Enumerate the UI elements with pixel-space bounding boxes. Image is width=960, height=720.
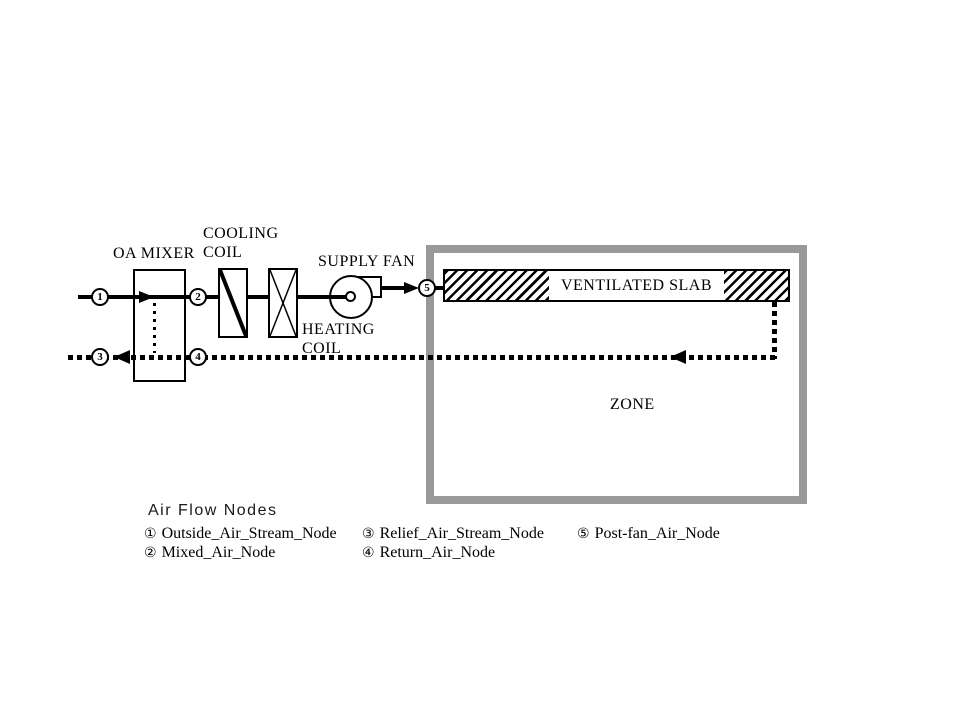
- node-4-marker: 4: [189, 348, 207, 366]
- slab-hatch-left-icon: [445, 271, 549, 300]
- node-3-number: 3: [97, 350, 103, 363]
- node-1-marker: 1: [91, 288, 109, 306]
- circled-4-icon: ④: [362, 545, 375, 561]
- supply-arrow-icon-node5: [404, 282, 419, 294]
- zone-boundary: [426, 245, 807, 504]
- circled-3-icon: ③: [362, 526, 375, 542]
- supply-air-line-fan-outlet: [382, 286, 406, 290]
- legend-label-post-fan-air: Post-fan_Air_Node: [594, 525, 720, 542]
- supply-air-line-to-slab: [435, 286, 444, 290]
- supply-air-line-to-fan: [298, 295, 348, 299]
- legend-label-mixed-air: Mixed_Air_Node: [161, 544, 276, 561]
- legend-label-return-air: Return_Air_Node: [379, 544, 496, 561]
- circled-5-icon: ⑤: [577, 526, 590, 542]
- legend-label-outside-air: Outside_Air_Stream_Node: [161, 525, 337, 542]
- ventilated-slab-label: VENTILATED SLAB: [560, 276, 713, 294]
- heating-coil-label: HEATING COIL: [302, 321, 375, 357]
- slab-hatch-right-icon: [724, 271, 788, 300]
- node-5-number: 5: [424, 281, 430, 294]
- node-1-number: 1: [97, 290, 103, 303]
- node-3-marker: 3: [91, 348, 109, 366]
- mixer-recirculation-line: [153, 303, 156, 353]
- return-arrow-icon-zone: [670, 350, 686, 364]
- cooling-coil-label: COOLING COIL: [203, 225, 279, 261]
- cooling-coil-symbol: [218, 268, 248, 338]
- supply-fan-label: SUPPLY FAN: [318, 253, 416, 270]
- node-4-number: 4: [195, 350, 201, 363]
- supply-arrow-icon-mixer: [139, 291, 154, 303]
- slab-return-drop-line: [772, 302, 777, 359]
- zone-label: ZONE: [610, 396, 655, 413]
- oa-mixer-box: [133, 269, 186, 382]
- oa-mixer-label: OA MIXER: [113, 245, 195, 262]
- supply-air-line-between-coils: [248, 295, 268, 299]
- return-air-line: [68, 355, 775, 360]
- node-2-number: 2: [195, 290, 201, 303]
- cooling-coil-diagonal-icon: [220, 270, 246, 336]
- heating-coil-cross-icon: [270, 270, 296, 336]
- ventilated-slab: VENTILATED SLAB: [443, 269, 790, 302]
- node-5-marker: 5: [418, 279, 436, 297]
- legend-title: Air Flow Nodes: [148, 502, 278, 519]
- fan-hub-icon: [345, 291, 356, 302]
- node-2-marker: 2: [189, 288, 207, 306]
- circled-1-icon: ①: [144, 526, 157, 542]
- legend-label-relief-air: Relief_Air_Stream_Node: [379, 525, 544, 542]
- return-arrow-icon-mixer: [114, 350, 130, 364]
- heating-coil-symbol: [268, 268, 298, 338]
- circled-2-icon: ②: [144, 545, 157, 561]
